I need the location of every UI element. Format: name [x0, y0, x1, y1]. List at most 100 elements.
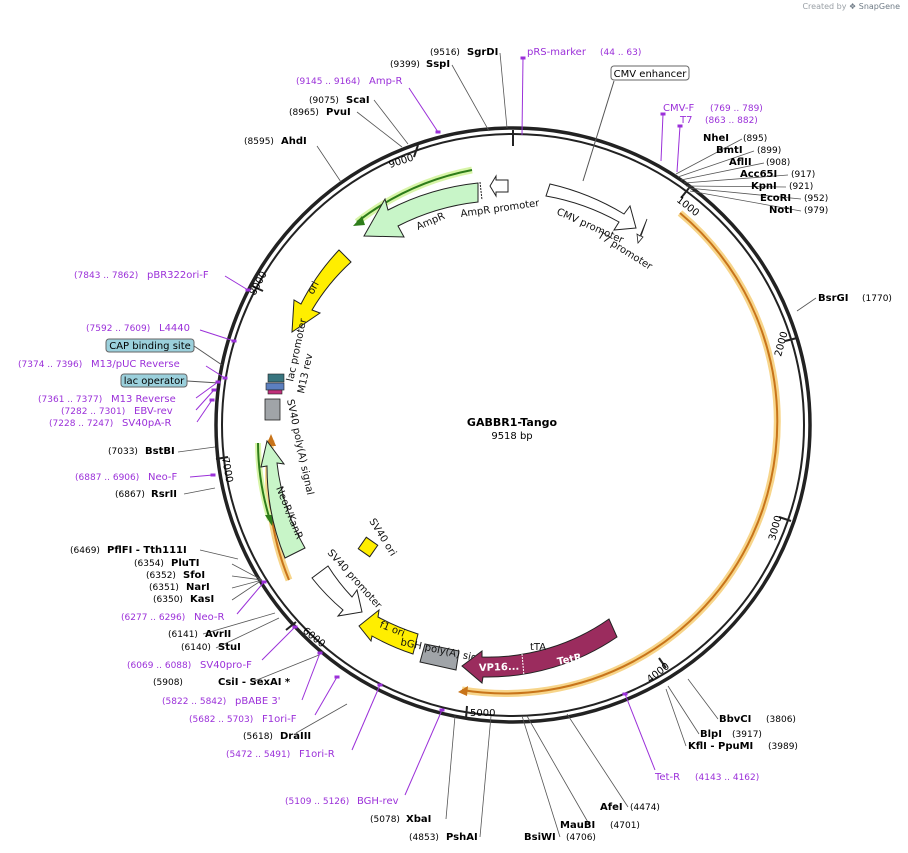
sv40-promoter-feature: SV40 promoter	[311, 548, 384, 617]
primer-labels: pRS-marker (44 .. 63) CMV-F (769 .. 789)…	[18, 47, 763, 807]
primer-pbabe-3: pBABE 3'	[235, 696, 281, 707]
site-bstbi: BstBI	[145, 446, 175, 457]
site-labels-left: DraIII (5618) CsiI - SexAI * (5908) StuI…	[70, 47, 498, 742]
tetr-label: TetR	[556, 652, 583, 668]
site-labels-bottom: AfeI (4474) MauBI (4701) BsiWI (4706) Ps…	[370, 802, 660, 843]
site-avrii-pos: (6141)	[168, 630, 198, 640]
cmv-promoter-feature: CMV promoter	[545, 183, 637, 246]
primer-leader-line	[351, 684, 381, 751]
site-leader-line	[231, 563, 263, 581]
primer-marker	[520, 56, 526, 60]
primer-pbabe-3-range: (5822 .. 5842)	[162, 697, 226, 707]
primer-f1ori-r: F1ori-R	[299, 749, 335, 760]
primer-marker	[231, 339, 237, 343]
site-blpi: BlpI	[700, 729, 722, 740]
sv40-ori-feature: SV40 ori	[357, 517, 398, 558]
primer-tet-r-range: (4143 .. 4162)	[695, 773, 759, 783]
site-sfoi-pos: (6352)	[146, 571, 176, 581]
site-noti-pos: (979)	[804, 206, 828, 216]
site-leader-line	[526, 715, 590, 825]
primer-bgh-rev-range: (5109 .. 5126)	[285, 797, 349, 807]
site-leader-line	[479, 715, 492, 838]
site-afei-pos: (4474)	[630, 803, 660, 813]
tick-6000: 6000	[285, 621, 327, 650]
site-leader-line	[231, 579, 263, 589]
site-leader-line	[316, 145, 342, 183]
site-leader-line	[373, 99, 409, 145]
cmv-enhancer-box: CMV enhancer	[582, 65, 690, 182]
site-pshai: PshAI	[446, 832, 478, 843]
primer-leader-line	[199, 329, 235, 342]
site-leader-line	[199, 549, 239, 560]
site-leader-line	[215, 617, 280, 649]
site-ecori-pos: (952)	[804, 194, 828, 204]
site-leader-line	[183, 487, 216, 495]
primer-bgh-rev: BGH-rev	[357, 796, 399, 807]
site-rsrii-pos: (6867)	[115, 490, 145, 500]
primer-marker	[660, 112, 666, 116]
site-csii-sexai: CsiI - SexAI *	[218, 677, 291, 688]
primer-leader-line	[521, 57, 524, 136]
site-bsrgi: BsrGI	[818, 293, 848, 304]
primer-marker	[439, 708, 445, 712]
site-leader-line	[796, 297, 817, 312]
credit-prefix: Created by	[802, 2, 847, 11]
primer-neo-r: Neo-R	[194, 612, 225, 623]
site-draiii-pos: (5618)	[243, 732, 273, 742]
site-pvui: PvuI	[326, 107, 351, 118]
site-leader-line	[445, 715, 456, 820]
site-leader-line	[499, 52, 508, 129]
site-scai: ScaI	[346, 95, 370, 106]
site-leader-line	[667, 685, 700, 735]
primer-marker	[334, 675, 340, 679]
primer-sv40pa-r: SV40pA-R	[122, 418, 171, 429]
primer-sv40pro-f-range: (6069 .. 6088)	[127, 661, 191, 671]
site-nari-pos: (6351)	[149, 583, 179, 593]
site-bsrgi-pos: (1770)	[862, 294, 892, 304]
site-pluti: PluTI	[171, 558, 199, 569]
primer-t7-range: (863 .. 882)	[705, 116, 758, 126]
primer-leader-line	[196, 399, 213, 423]
site-pshai-pos: (4853)	[409, 833, 439, 843]
site-bmti-pos: (899)	[757, 146, 781, 156]
primer-marker	[222, 376, 228, 380]
primer-m13-reverse-range: (7361 .. 7377)	[38, 395, 102, 405]
primer-f1ori-r-range: (5472 .. 5491)	[226, 750, 290, 760]
primer-l4440: L4440	[159, 323, 190, 334]
tick-4000: 4000	[645, 657, 672, 685]
primer-marker	[435, 130, 441, 134]
site-bbvci: BbvCI	[719, 714, 751, 725]
primer-m13-puc-reverse: M13/pUC Reverse	[91, 359, 180, 370]
site-bbvci-pos: (3806)	[766, 715, 796, 725]
primer-sv40pa-r-range: (7228 .. 7247)	[49, 419, 113, 429]
tick-label-4000: 4000	[645, 661, 672, 685]
site-leader-line	[665, 688, 687, 747]
tick-label-2000: 2000	[773, 330, 790, 357]
site-rsrii: RsrII	[151, 489, 177, 500]
cap-site-box: CAP binding site	[105, 338, 223, 366]
ampr-orf-arc	[353, 166, 473, 226]
site-avrii: AvrII	[205, 629, 231, 640]
primer-marker	[211, 388, 217, 392]
primer-marker	[317, 651, 323, 655]
site-leader-line	[295, 703, 348, 734]
credit-brand: SnapGene	[858, 2, 900, 11]
primer-ebv-rev: EBV-rev	[134, 406, 173, 417]
leader-lines	[177, 52, 817, 838]
primer-pbr322ori-f: pBR322ori-F	[147, 270, 209, 281]
site-kpni: KpnI	[751, 181, 777, 192]
site-sfoi: SfoI	[183, 570, 205, 581]
site-nhei: NheI	[703, 133, 729, 144]
site-labels-right: NheI (895) BmtI (899) AflII (908) Acc65I…	[688, 133, 892, 752]
site-sspi-pos: (9399)	[390, 60, 420, 70]
primer-cmv-f: CMV-F	[663, 103, 694, 114]
site-leader-line	[683, 174, 789, 184]
primer-marker	[245, 288, 251, 292]
sv40-polya-label: SV40 poly(A) signal	[284, 398, 315, 496]
site-kasi-pos: (6350)	[153, 595, 183, 605]
site-leader-line	[687, 678, 719, 720]
site-kpni-pos: (921)	[789, 182, 813, 192]
primer-m13-reverse: M13 Reverse	[111, 394, 176, 405]
site-aflii: AflII	[729, 157, 752, 168]
tick-7000: 7000	[215, 456, 234, 484]
